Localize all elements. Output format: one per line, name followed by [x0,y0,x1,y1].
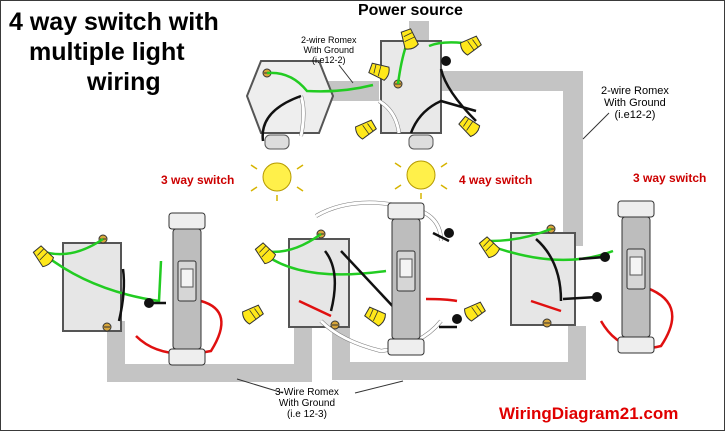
switch-middle-label: 4 way switch [459,173,533,187]
leader-lines [236,64,610,394]
title-line-2: multiple light [29,38,185,66]
light-bulb-right [394,134,448,199]
brand-watermark: WiringDiagram21.com [499,404,679,423]
title-line-1: 4 way switch with [9,8,219,36]
connection-dots [144,56,610,324]
switch-box-left [62,242,122,332]
light-box-left [245,60,335,134]
traveler-wires [135,284,674,356]
junction-box-center [380,40,442,134]
three-way-switch-right [617,200,655,354]
switch-left-label: 3 way switch [161,173,235,187]
three-way-switch-left [168,212,206,366]
light-bulb-left [250,134,304,201]
title-line-3: wiring [87,68,161,96]
power-source-label: Power source [358,2,463,19]
top-romex-label: 2-wire Romex With Ground (i.e12-2) [301,35,357,65]
switch-box-middle [288,238,350,328]
right-romex-label: 2-wire Romex With Ground (i.e12-2) [601,85,669,121]
switch-right-label: 3 way switch [633,171,707,185]
diagram-title: 4 way switch with multiple light wiring [9,7,249,97]
four-way-switch [387,202,425,356]
hot-wires [117,68,606,329]
bottom-romex-label: 3-Wire Romex With Ground (i.e 12-3) [275,387,339,420]
